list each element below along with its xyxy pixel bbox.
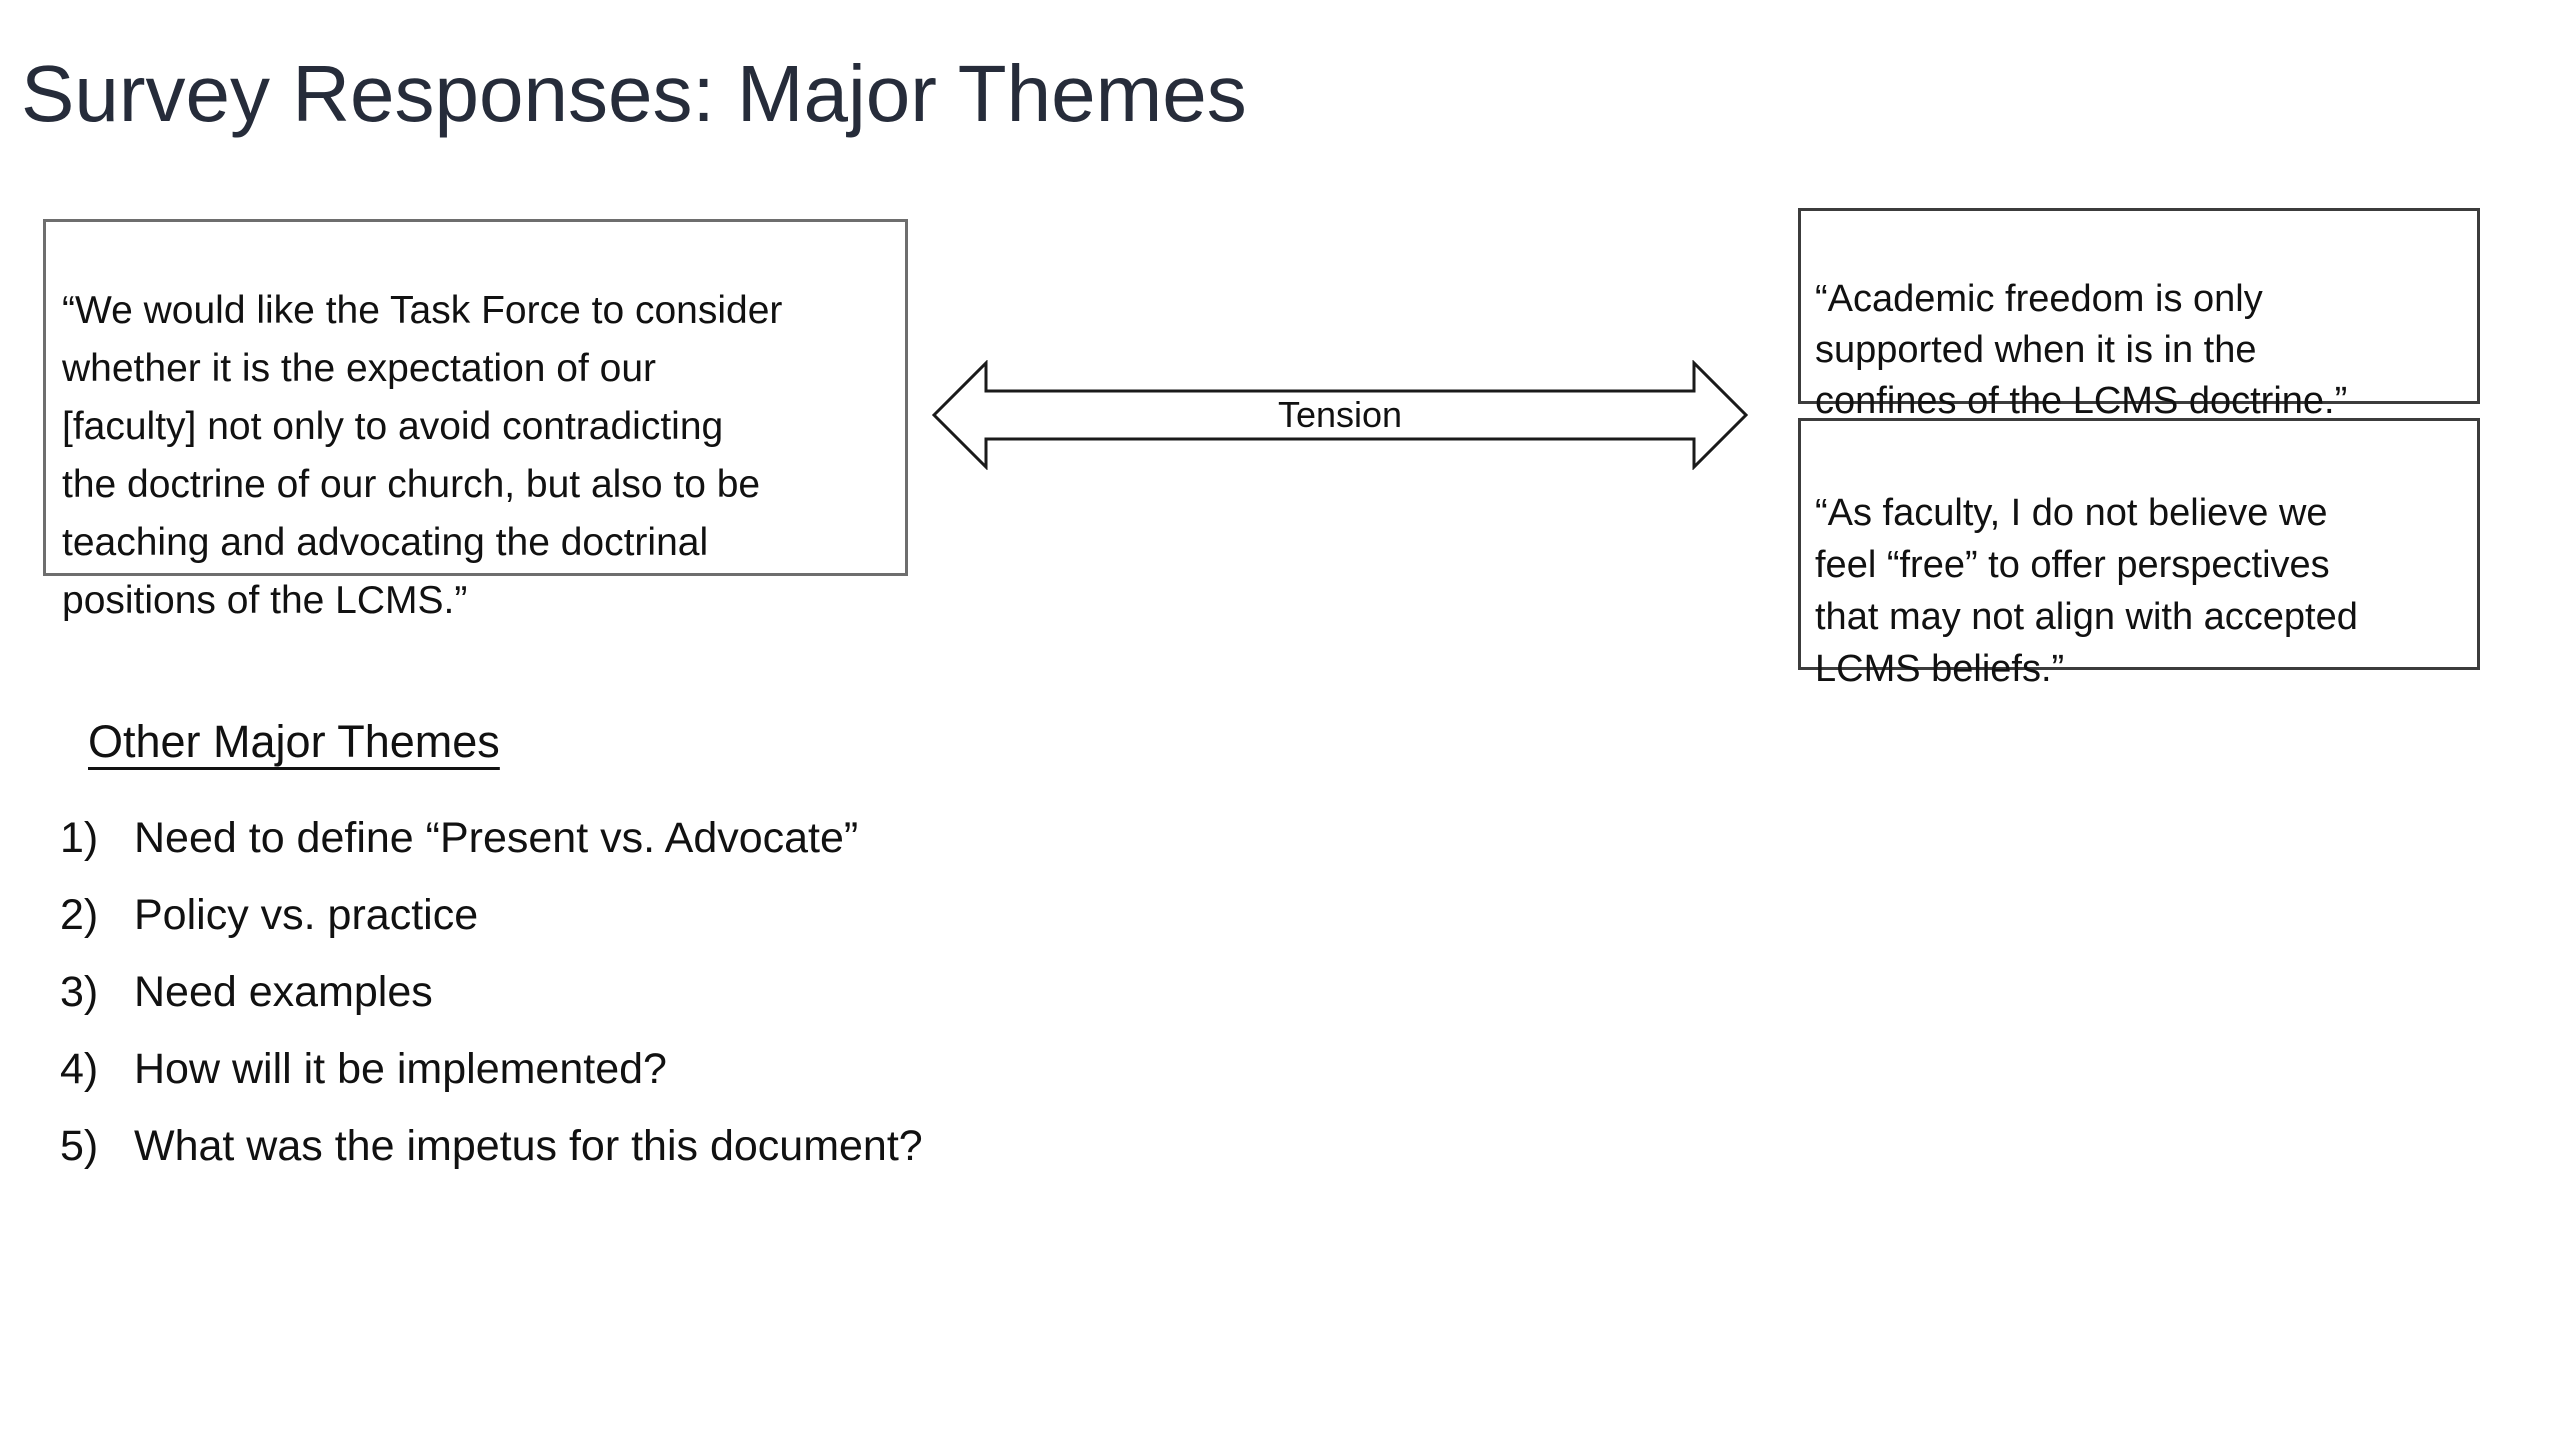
list-item-number: 1) bbox=[60, 814, 99, 862]
list-item: 1) Need to define “Present vs. Advocate” bbox=[60, 800, 1460, 877]
list-item-text: Policy vs. practice bbox=[134, 891, 479, 939]
list-item-text: Need examples bbox=[134, 968, 433, 1016]
other-themes-heading: Other Major Themes bbox=[88, 716, 500, 767]
right-quote-top-text: “Academic freedom is only supported when… bbox=[1815, 278, 2348, 422]
list-item: 5) What was the impetus for this documen… bbox=[60, 1108, 1460, 1185]
list-item-text: What was the impetus for this document? bbox=[134, 1122, 923, 1170]
slide-title: Survey Responses: Major Themes bbox=[21, 49, 1247, 138]
list-item: 4) How will it be implemented? bbox=[60, 1031, 1460, 1108]
right-quote-box-top: “Academic freedom is only supported when… bbox=[1798, 208, 2480, 422]
list-item: 2) Policy vs. practice bbox=[60, 877, 1460, 954]
double-arrow-icon bbox=[932, 360, 1748, 470]
list-item-number: 5) bbox=[60, 1122, 99, 1170]
tension-arrow: Tension bbox=[932, 360, 1748, 470]
themes-list: 1) Need to define “Present vs. Advocate”… bbox=[60, 800, 1460, 1185]
list-item-number: 4) bbox=[60, 1045, 99, 1093]
list-item-text: Need to define “Present vs. Advocate” bbox=[134, 814, 859, 862]
list-item-number: 3) bbox=[60, 968, 99, 1016]
list-item-text: How will it be implemented? bbox=[134, 1045, 667, 1093]
right-quote-bottom-text: “As faculty, I do not believe we feel “f… bbox=[1815, 492, 2358, 690]
left-quote-text: “We would like the Task Force to conside… bbox=[62, 289, 783, 622]
list-item-number: 2) bbox=[60, 891, 99, 939]
left-quote-box: “We would like the Task Force to conside… bbox=[43, 219, 908, 622]
tension-label: Tension bbox=[1277, 394, 1403, 435]
right-quote-box-bottom: “As faculty, I do not believe we feel “f… bbox=[1798, 418, 2480, 690]
list-item: 3) Need examples bbox=[60, 954, 1460, 1031]
